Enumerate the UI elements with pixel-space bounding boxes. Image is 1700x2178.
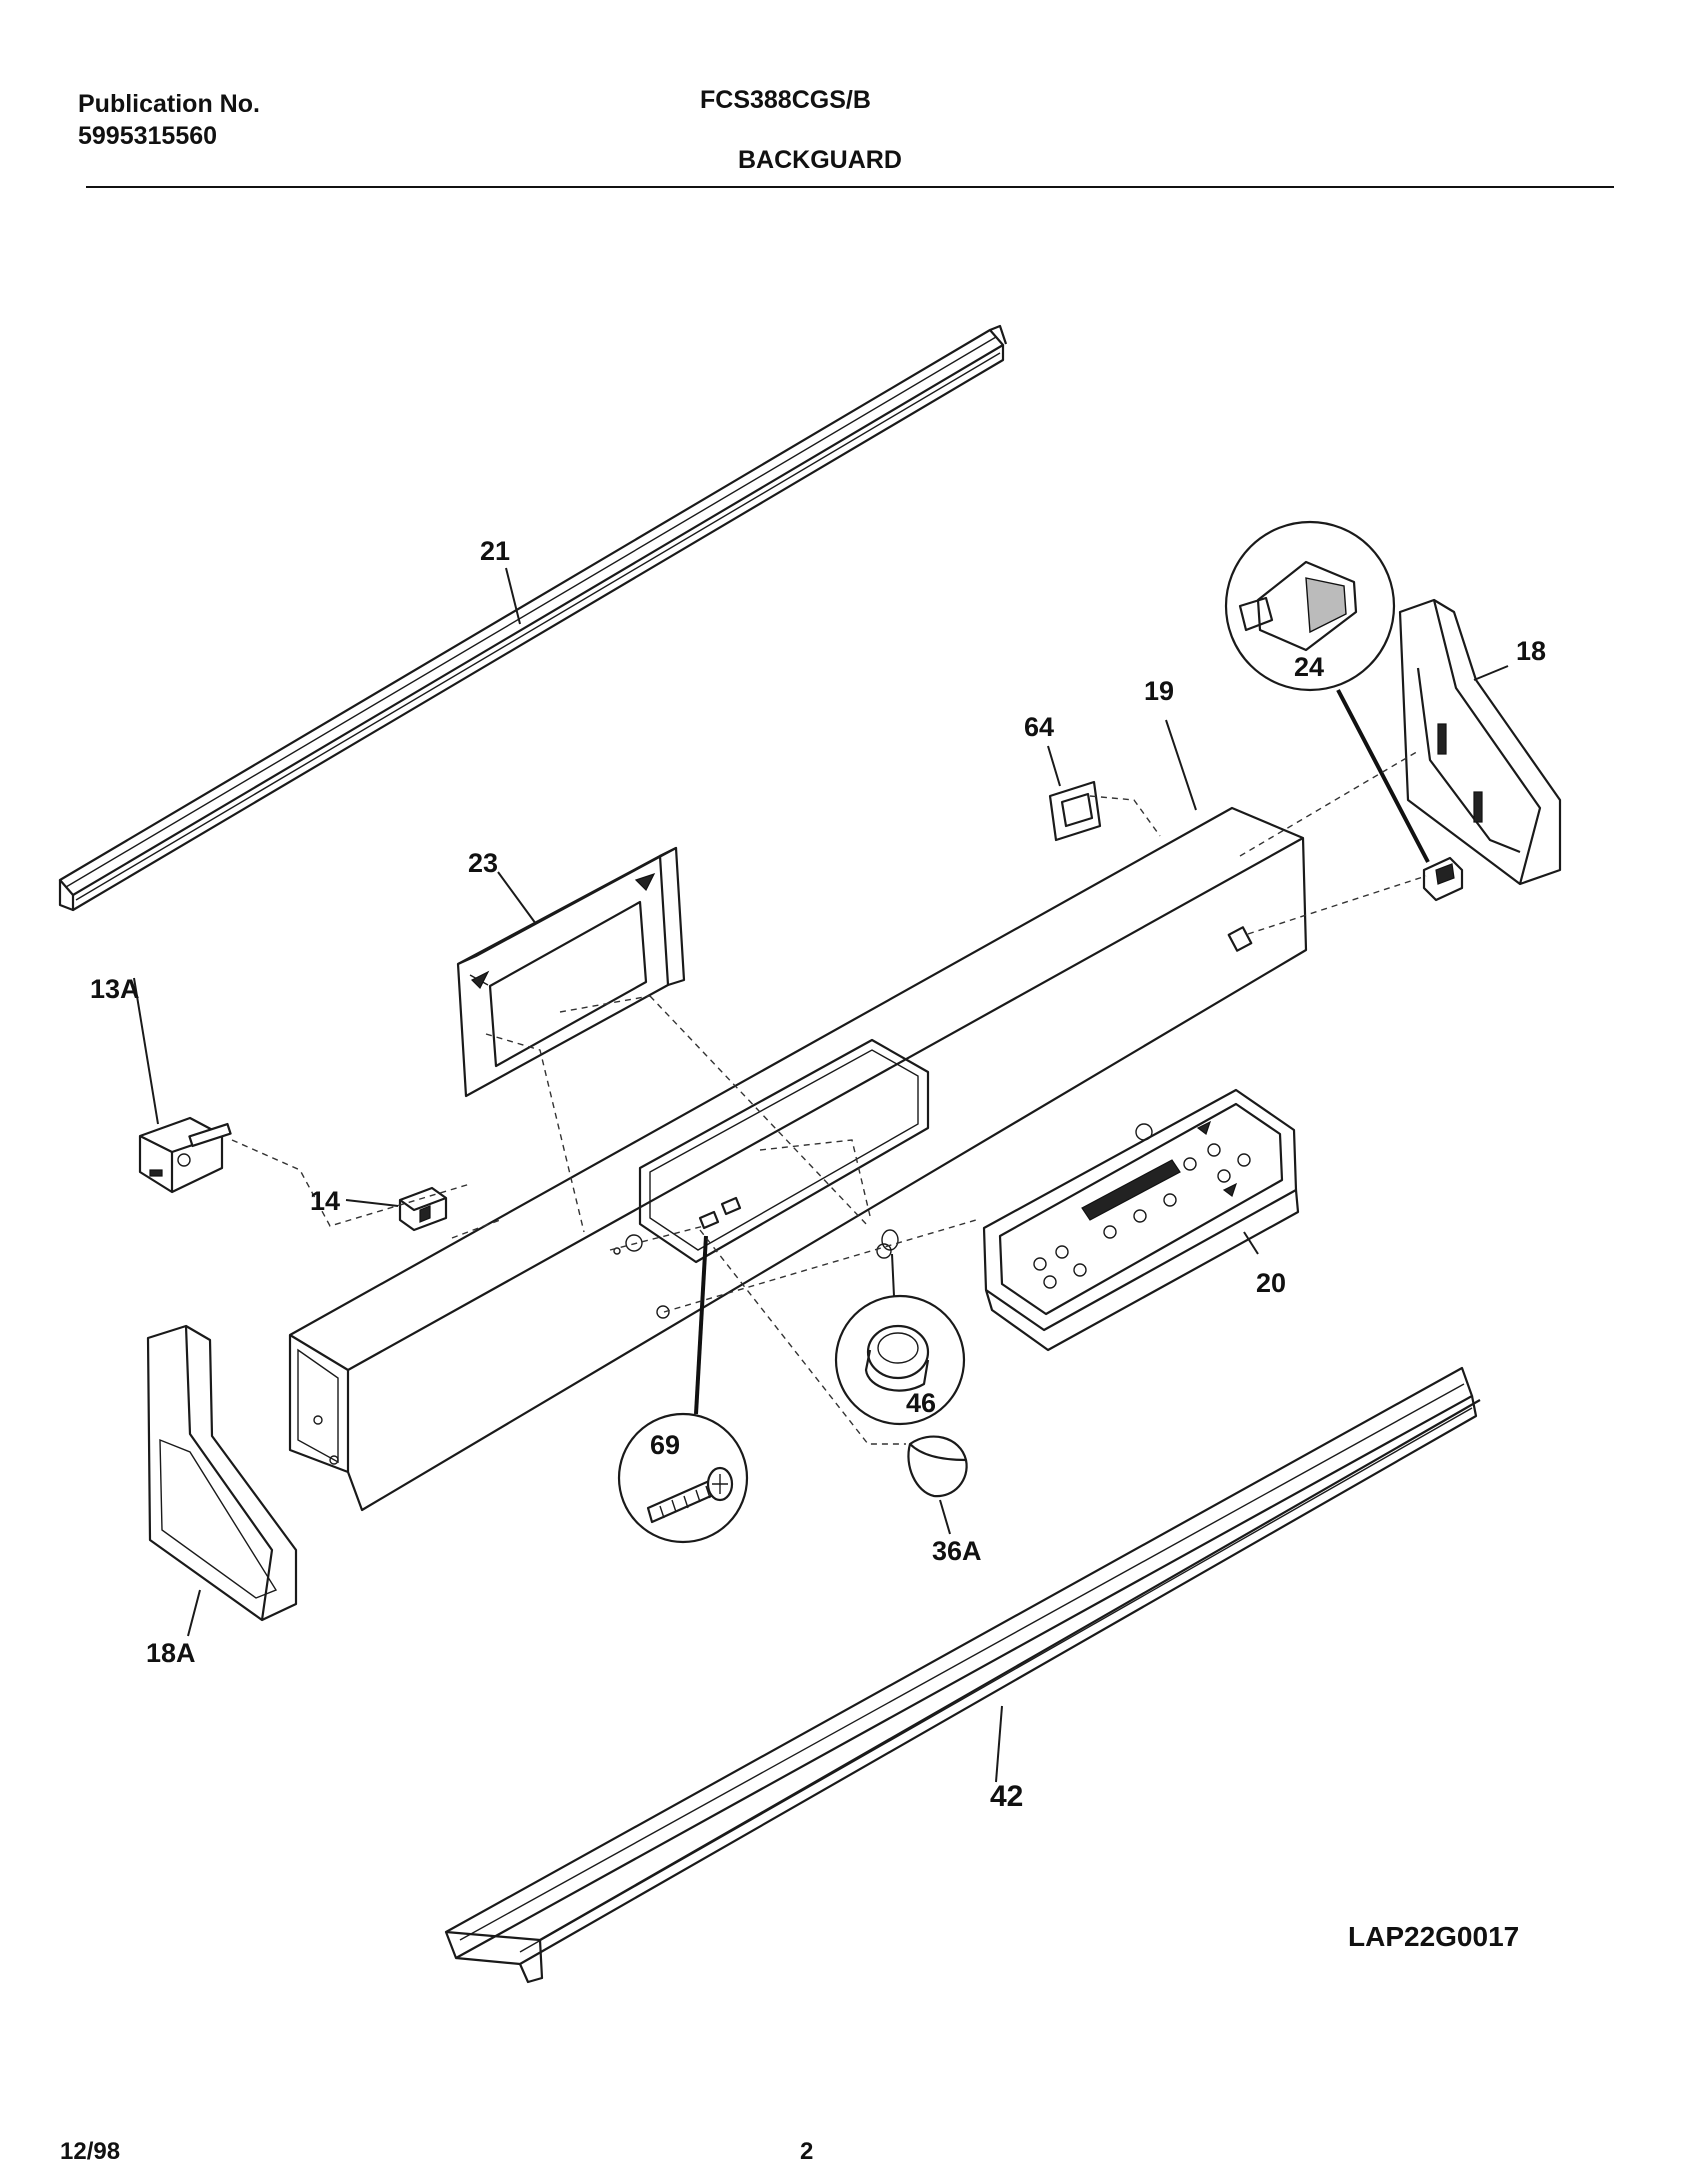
diagram-code: LAP22G0017 — [1348, 1921, 1519, 1952]
callout-21: 21 — [480, 536, 510, 566]
callout-20: 20 — [1256, 1268, 1286, 1298]
part-19-backguard-panel — [288, 806, 1308, 1512]
part-46-knob — [834, 1229, 966, 1426]
part-64-plate — [1048, 780, 1102, 842]
callout-36a: 36A — [932, 1536, 982, 1566]
part-42-bottom-trim — [444, 1366, 1481, 1984]
callout-18: 18 — [1516, 636, 1546, 666]
callout-19: 19 — [1144, 676, 1174, 706]
publication-label: Publication No. — [78, 90, 260, 118]
publication-number: 5995315560 — [78, 122, 218, 150]
part-69-screw — [617, 1196, 749, 1544]
callout-14: 14 — [310, 1186, 340, 1216]
section-title: BACKGUARD — [738, 146, 902, 174]
callout-69: 69 — [650, 1430, 680, 1460]
model-number: FCS388CGS/B — [700, 86, 871, 114]
leader-lines — [133, 567, 1509, 1783]
header-rule — [86, 186, 1614, 188]
part-21-top-trim — [58, 324, 1008, 912]
part-18a-left-end-cap — [146, 1324, 298, 1622]
part-36a-knob — [907, 1435, 968, 1498]
footer-page-number: 2 — [800, 2138, 814, 2165]
callout-labels: 21 23 13A 14 64 19 24 18 20 46 69 36A 18… — [90, 536, 1546, 1813]
assembly-lines — [231, 749, 1427, 1445]
part-14-clip — [398, 1186, 448, 1232]
callout-13a: 13A — [90, 974, 140, 1004]
callout-18a: 18A — [146, 1638, 196, 1668]
callout-24: 24 — [1294, 652, 1324, 682]
callout-23: 23 — [468, 848, 498, 878]
part-13a-switch — [138, 1116, 232, 1194]
part-23-bracket-frame — [456, 846, 686, 1098]
footer-date: 12/98 — [60, 2138, 121, 2165]
part-18-right-end-cap — [1398, 598, 1562, 886]
callout-46: 46 — [906, 1388, 936, 1418]
part-20-control-board — [982, 1088, 1300, 1352]
part-24-rocker-switch — [1224, 520, 1464, 902]
callout-64: 64 — [1024, 712, 1054, 742]
callout-42: 42 — [990, 1780, 1023, 1813]
